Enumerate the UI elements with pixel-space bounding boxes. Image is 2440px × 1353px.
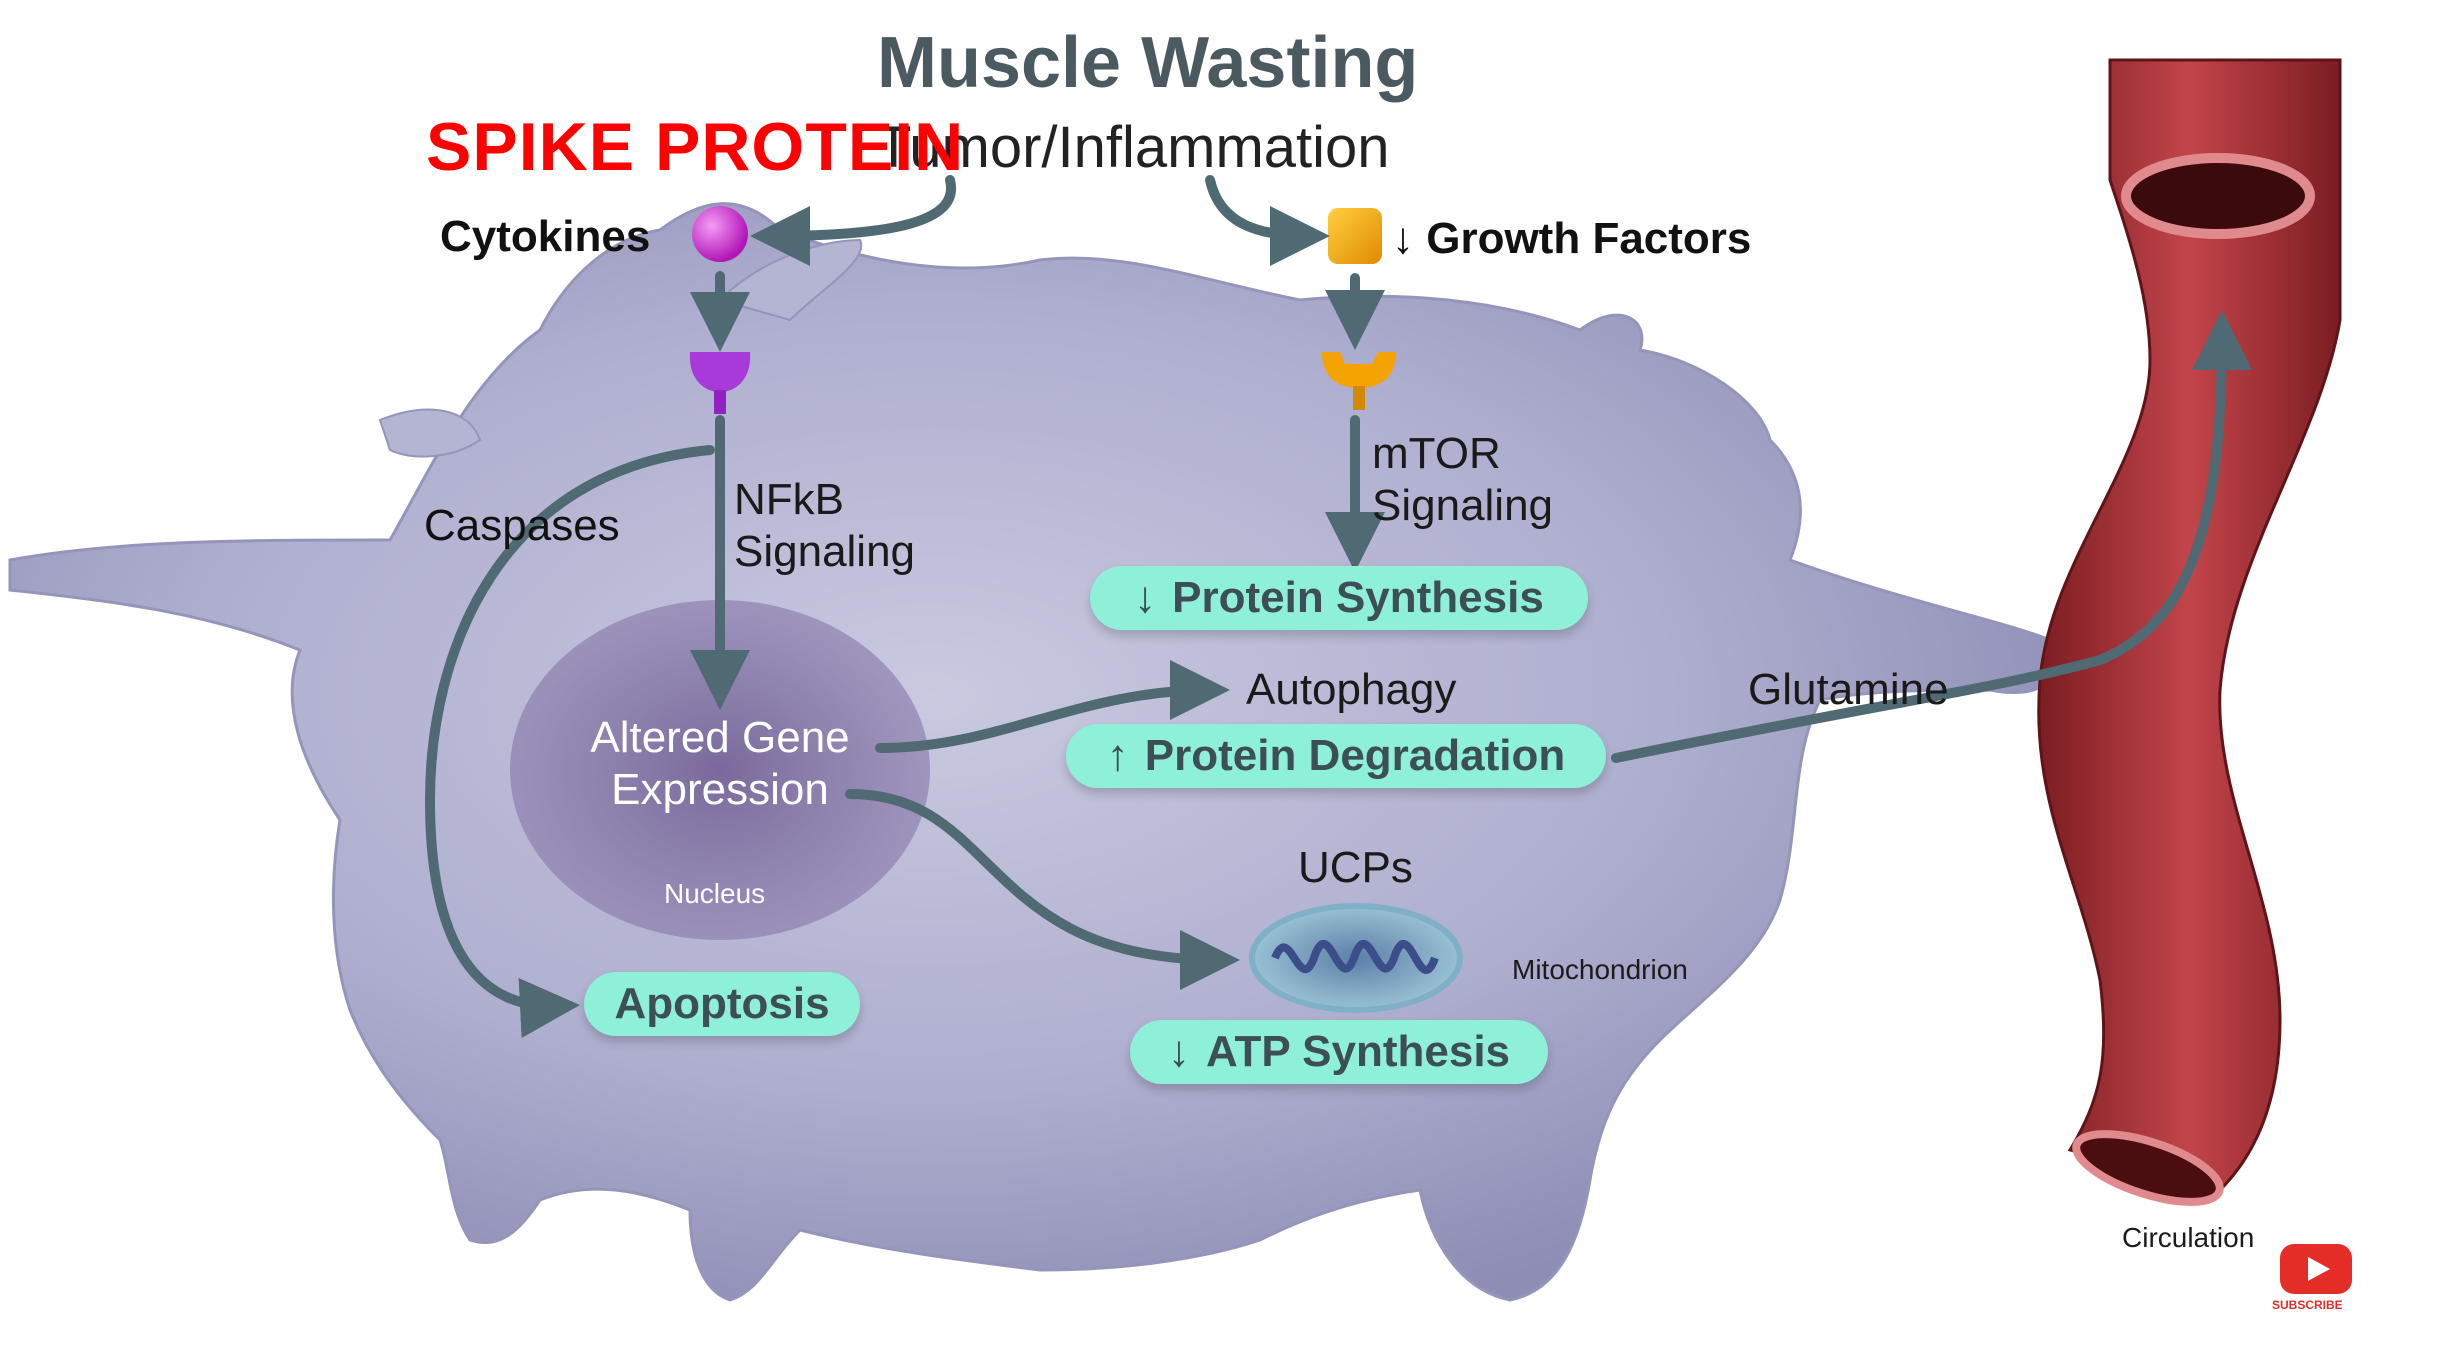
youtube-subscribe-icon[interactable] bbox=[2280, 1244, 2352, 1294]
apoptosis-text: Apoptosis bbox=[614, 979, 830, 1028]
protein-degradation-text: Protein Degradation bbox=[1144, 731, 1566, 780]
growth-factors-text: Growth Factors bbox=[1426, 214, 1752, 263]
spike-protein-overlay: SPIKE PROTEIN bbox=[426, 109, 965, 185]
circulation-label: Circulation bbox=[2122, 1222, 2255, 1253]
nfkb-line-2: Signaling bbox=[734, 527, 916, 576]
cytokine-receptor-icon bbox=[689, 352, 751, 392]
muscle-cell bbox=[8, 202, 2058, 1302]
down-arrow-icon: ↓ bbox=[1167, 1027, 1190, 1076]
protein-synthesis-pill: ↓ Protein Synthesis bbox=[1090, 566, 1588, 630]
growth-factor-molecule bbox=[1328, 208, 1382, 264]
nfkb-line-1: NFkB bbox=[734, 475, 844, 524]
tumor-inflammation-label: Tumor/Inflammation bbox=[876, 115, 1390, 180]
autophagy-label: Autophagy bbox=[1246, 665, 1457, 714]
mitochondrion-label: Mitochondrion bbox=[1512, 954, 1688, 985]
arrow-tumor-to-growth-factors bbox=[1205, 175, 1330, 266]
altered-gene-line-1: Altered Gene bbox=[590, 713, 850, 762]
atp-synthesis-pill: ↓ ATP Synthesis bbox=[1130, 1020, 1548, 1084]
nucleus-label: Nucleus bbox=[664, 878, 766, 909]
growth-factor-receptor-stem bbox=[1353, 386, 1365, 410]
cell-protrusion bbox=[378, 408, 482, 458]
arrow-tumor-to-cytokines bbox=[750, 175, 957, 266]
vessel-bottom-opening bbox=[2072, 1130, 2224, 1206]
arrow-gene-to-mitochondrion bbox=[845, 789, 1240, 990]
mtor-line-2: Signaling bbox=[1372, 481, 1554, 530]
diagram-title: Muscle Wasting bbox=[877, 23, 1419, 103]
cytokines-label: Cytokines bbox=[440, 212, 651, 261]
mtor-signaling-label: mTOR Signaling bbox=[1372, 428, 1553, 532]
growth-factors-label: ↓ Growth Factors bbox=[1392, 214, 1751, 264]
protein-degradation-pill: ↑ Protein Degradation bbox=[1066, 724, 1606, 788]
nfkb-signaling-label: NFkB Signaling bbox=[734, 474, 915, 578]
down-arrow-icon: ↓ bbox=[1392, 214, 1414, 263]
ucps-label: UCPs bbox=[1298, 843, 1413, 892]
down-arrow-icon: ↓ bbox=[1134, 573, 1157, 622]
mitochondrion-cristae bbox=[1271, 939, 1439, 974]
arrow-glutamine-to-circulation bbox=[1611, 310, 2252, 763]
atp-synthesis-text: ATP Synthesis bbox=[1205, 1027, 1511, 1076]
vessel-opening bbox=[2121, 153, 2315, 239]
up-arrow-icon: ↑ bbox=[1106, 731, 1129, 780]
altered-gene-line-2: Expression bbox=[611, 765, 829, 814]
glutamine-label: Glutamine bbox=[1748, 665, 1949, 714]
mtor-line-1: mTOR bbox=[1372, 429, 1501, 478]
cell-protrusion bbox=[718, 238, 863, 322]
cytokine-molecule bbox=[692, 206, 748, 262]
caspases-label: Caspases bbox=[424, 501, 620, 550]
protein-synthesis-text: Protein Synthesis bbox=[1172, 573, 1544, 622]
subscribe-label[interactable]: SUBSCRIBE bbox=[2272, 1298, 2343, 1312]
growth-factor-receptor-icon bbox=[1322, 352, 1396, 388]
blood-vessel bbox=[2037, 58, 2342, 1192]
apoptosis-pill: Apoptosis bbox=[584, 972, 860, 1036]
arrow-gene-to-autophagy bbox=[875, 660, 1230, 753]
nucleus bbox=[510, 600, 930, 940]
arrow-caspases bbox=[424, 445, 715, 1038]
altered-gene-expression-label: Altered Gene Expression bbox=[580, 712, 860, 816]
cytokine-receptor-stem bbox=[714, 390, 726, 414]
